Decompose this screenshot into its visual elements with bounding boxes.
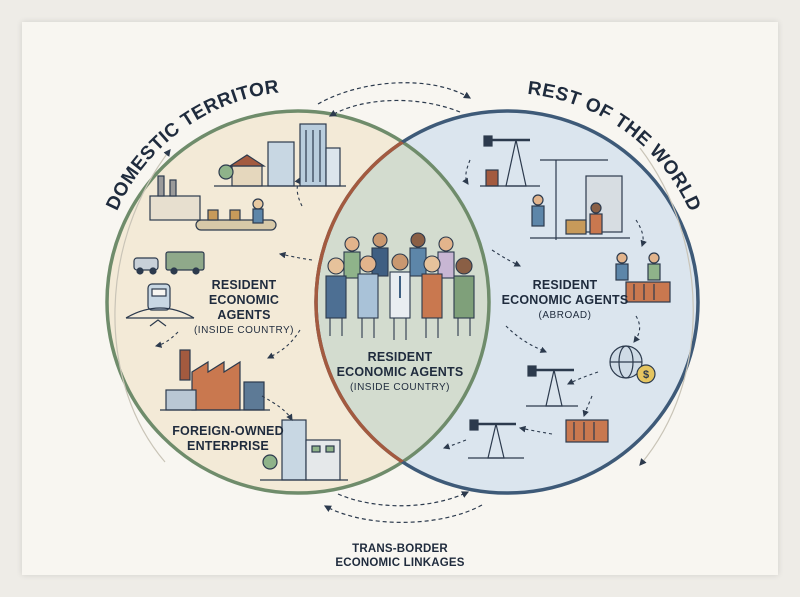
person-icon — [389, 253, 411, 340]
person-icon — [371, 232, 389, 277]
oil-pump-icon — [526, 365, 578, 407]
center-resident-agents-label: RESIDENT ECONOMIC AGENTS (INSIDE COUNTRY… — [336, 350, 464, 393]
oil-pump-icon — [480, 135, 540, 187]
person-icon — [343, 236, 361, 279]
person-icon — [325, 257, 347, 336]
person-icon — [357, 255, 379, 338]
train-bridge-icon — [125, 283, 195, 327]
city-buildings-icon — [214, 123, 346, 187]
oil-pump-icon — [468, 419, 524, 459]
person-icon — [453, 257, 475, 336]
top-exchange-arrows — [317, 82, 472, 117]
foreign-factory-icon — [160, 349, 270, 411]
workers-icon — [615, 252, 661, 281]
resident-agents-inside-label: RESIDENT ECONOMIC AGENTS (INSIDE COUNTRY… — [193, 278, 295, 336]
dollar-icon: $ — [643, 369, 649, 381]
foreign-owned-enterprise-label: FOREIGN-OWNED ENTERPRISE — [172, 424, 284, 453]
person-icon — [421, 255, 443, 338]
overlap-region — [316, 111, 489, 493]
inner-flow-arrows — [154, 159, 647, 450]
person-icon — [409, 232, 427, 277]
resident-people-group — [325, 232, 475, 340]
container-icon — [625, 281, 671, 303]
trans-border-linkages-label: TRANS-BORDER ECONOMIC LINKAGES — [335, 543, 465, 569]
office-building-icon — [260, 419, 348, 481]
crane-construction-icon — [530, 159, 630, 240]
factory-conveyor-icon — [149, 175, 277, 231]
side-flow-arcs — [114, 147, 694, 466]
globe-icon — [609, 345, 656, 384]
person-icon — [437, 236, 455, 279]
bottom-exchange-arrows — [323, 491, 483, 523]
resident-agents-abroad-label: RESIDENT ECONOMIC AGENTS (ABROAD) — [501, 278, 629, 321]
vehicles-icon — [133, 251, 205, 275]
container-icon — [565, 419, 609, 443]
